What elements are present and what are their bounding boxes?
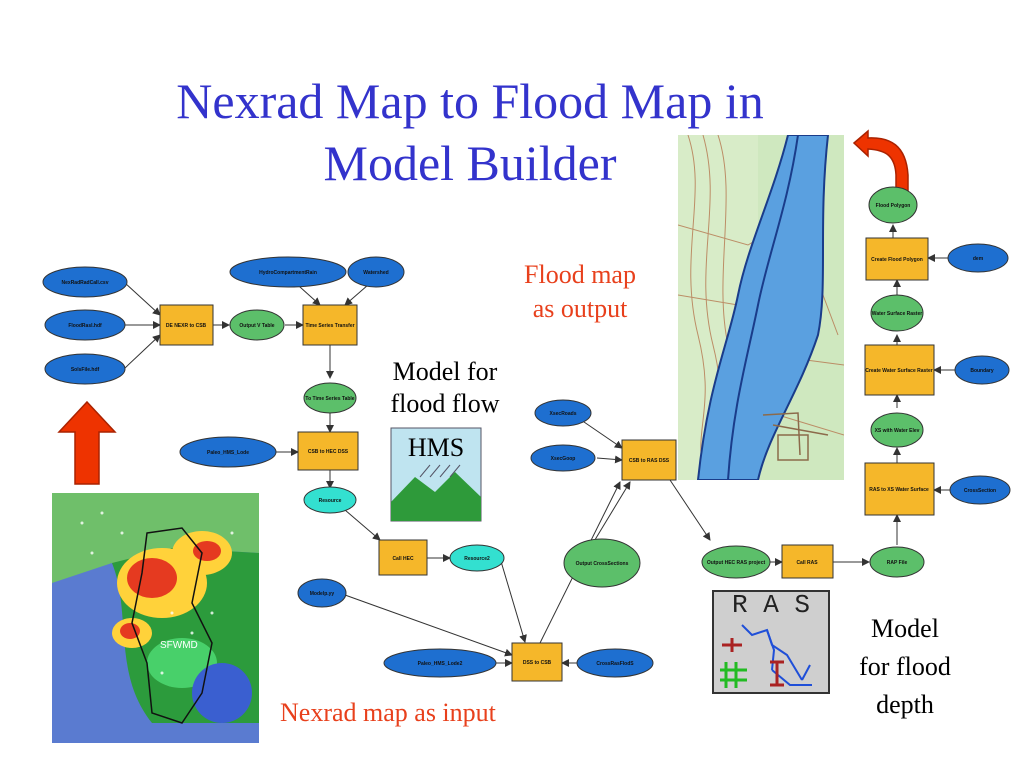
node-label: Modelp.yy: [310, 591, 335, 597]
node-label: Time Series Transfer: [305, 323, 354, 329]
input-node[interactable]: FloodRasl.hdf: [44, 309, 126, 341]
node-label: SolsFile.hdf: [71, 367, 100, 373]
intermediate-node[interactable]: Resource2: [449, 544, 505, 572]
nexrad-map-image: SFWMD: [52, 493, 259, 743]
ras-model-label-line1: Model: [871, 614, 939, 643]
node-label: Create Flood Polygon: [871, 257, 923, 263]
node-label: XS with Water Elev: [875, 428, 920, 434]
node-label: NexRadRadCall.csv: [62, 280, 109, 286]
node-label: Output HEC RAS project: [707, 560, 766, 566]
flood-output-label-line1: Flood map: [524, 260, 636, 289]
node-label: CSB to HEC DSS: [308, 449, 349, 455]
node-label: Paleo_HMS_Lode2: [418, 661, 463, 667]
node-label: RAP File: [887, 560, 908, 566]
node-label: Flood Polygon: [876, 203, 911, 209]
input-node[interactable]: Paleo_HMS_Lode: [179, 436, 277, 468]
nexrad-map-label: SFWMD: [160, 640, 198, 651]
node-label: Watershed: [363, 270, 388, 276]
ras-model-label-line3: depth: [876, 690, 934, 719]
flood-map-image: [677, 134, 845, 481]
up-arrow-icon: [57, 400, 117, 485]
node-label: To Time Series Table: [305, 396, 354, 402]
node-label: Resource: [319, 498, 342, 504]
process-node[interactable]: Call HEC: [378, 539, 428, 576]
title-line-2: Model Builder: [323, 135, 617, 191]
node-label: HydroCompartmentRain: [259, 270, 317, 276]
output-node[interactable]: Water Surface Raster: [870, 294, 924, 332]
hms-icon: HMS: [390, 427, 482, 522]
hms-model-label-line2: flood flow: [390, 389, 500, 418]
node-label: Create Water Surface Raster: [865, 368, 932, 374]
node-label: DE NEXR to CSB: [166, 323, 207, 329]
node-label: RAS to XS Water Surface: [869, 487, 929, 493]
node-label: Resource2: [464, 556, 490, 562]
input-node[interactable]: NexRadRadCall.csv: [42, 266, 128, 298]
nexrad-input-label: Nexrad map as input: [280, 698, 496, 727]
input-node[interactable]: XsecGoop: [530, 444, 596, 472]
process-node[interactable]: Time Series Transfer: [302, 304, 358, 346]
node-label: CrossRasFlodS: [596, 661, 634, 667]
title-line-1: Nexrad Map to Flood Map in: [176, 73, 764, 129]
input-node[interactable]: Watershed: [347, 256, 405, 288]
ras-icon: R A S: [712, 590, 830, 694]
ras-icon-text: R A S: [731, 590, 810, 620]
node-label: Paleo_HMS_Lode: [207, 450, 249, 456]
hms-model-label: Model for flood flow: [365, 356, 525, 420]
flood-output-label-line2: as output: [532, 294, 628, 323]
process-node[interactable]: CSB to RAS DSS: [621, 439, 677, 481]
flood-output-label: Flood map as output: [495, 258, 665, 326]
node-label: DSS to CSB: [523, 660, 552, 666]
node-label: Call RAS: [796, 560, 818, 566]
process-node[interactable]: Call RAS: [781, 544, 834, 579]
node-label: CrossSection: [964, 488, 996, 494]
process-node[interactable]: CSB to HEC DSS: [297, 431, 359, 471]
node-label: CSB to RAS DSS: [629, 458, 670, 464]
input-node[interactable]: CrossRasFlodS: [576, 648, 654, 678]
process-node[interactable]: DE NEXR to CSB: [159, 304, 214, 346]
input-node[interactable]: Boundary: [954, 355, 1010, 385]
input-node[interactable]: HydroCompartmentRain: [229, 256, 347, 288]
node-label: XsecRoads: [550, 411, 577, 417]
input-node[interactable]: Modelp.yy: [297, 578, 347, 608]
output-node[interactable]: Flood Polygon: [868, 186, 918, 224]
output-node[interactable]: Output CrossSections: [563, 538, 641, 588]
output-node[interactable]: Output HEC RAS project: [701, 545, 771, 579]
node-label: Water Surface Raster: [872, 311, 922, 317]
process-node[interactable]: Create Flood Polygon: [865, 237, 929, 281]
node-label: dem: [973, 256, 984, 262]
input-node[interactable]: dem: [947, 243, 1009, 273]
input-node[interactable]: SolsFile.hdf: [44, 353, 126, 385]
intermediate-node[interactable]: Resource: [303, 486, 357, 514]
ras-model-label: Model for flood depth: [840, 610, 970, 724]
node-label: Output V Table: [239, 323, 274, 329]
node-label: Boundary: [970, 368, 994, 374]
input-node[interactable]: Paleo_HMS_Lode2: [383, 648, 497, 678]
process-node[interactable]: DSS to CSB: [511, 642, 563, 682]
output-node[interactable]: Output V Table: [229, 309, 285, 341]
node-label: Call HEC: [392, 556, 414, 562]
output-node[interactable]: RAP File: [869, 546, 925, 578]
hms-model-label-line1: Model for: [392, 357, 498, 386]
process-node[interactable]: RAS to XS Water Surface: [864, 462, 935, 516]
input-node[interactable]: CrossSection: [949, 475, 1011, 505]
ras-model-label-line2: for flood: [859, 652, 951, 681]
output-node[interactable]: To Time Series Table: [303, 382, 357, 414]
node-label: Output CrossSections: [576, 561, 629, 567]
input-node[interactable]: XsecRoads: [534, 399, 592, 427]
node-label: FloodRasl.hdf: [68, 323, 102, 329]
node-label: XsecGoop: [551, 456, 576, 462]
process-node[interactable]: Create Water Surface Raster: [864, 344, 935, 396]
hms-icon-text: HMS: [407, 433, 465, 462]
output-node[interactable]: XS with Water Elev: [870, 412, 924, 448]
slide-title: Nexrad Map to Flood Map in Model Builder: [40, 70, 900, 194]
